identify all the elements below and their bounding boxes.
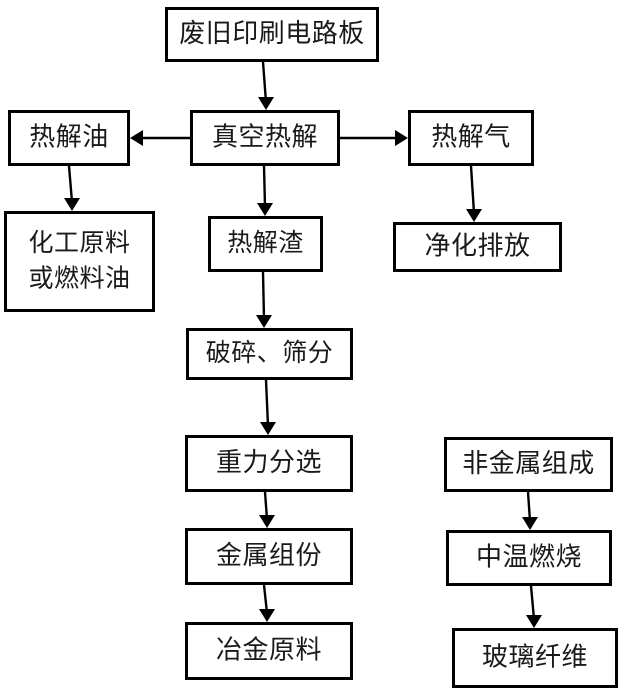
flow-arrow-waste-pcb-to-vacuum-pyrolysis xyxy=(258,61,274,110)
arrow-shaft xyxy=(262,584,269,614)
arrow-head-icon xyxy=(395,130,408,146)
node-box[interactable] xyxy=(190,110,340,166)
flow-arrow-gravity-separation-to-metal-fraction xyxy=(259,491,275,528)
node-label: 净化排放 xyxy=(424,232,530,262)
arrow-head-icon xyxy=(259,609,275,622)
node-box[interactable] xyxy=(185,622,353,680)
flow-arrow-pyrolysis-residue-to-crushing-screening xyxy=(256,271,272,328)
flow-node-pyrolysis-gas[interactable]: 热解气 xyxy=(408,110,534,166)
arrow-shaft xyxy=(469,165,476,214)
arrow-head-icon xyxy=(258,97,274,110)
node-label: 真空热解 xyxy=(212,123,318,153)
flow-node-purified-emission[interactable]: 净化排放 xyxy=(393,222,562,272)
node-box[interactable] xyxy=(4,211,155,312)
arrow-shaft xyxy=(261,61,268,103)
arrow-head-icon xyxy=(257,203,273,216)
arrow-shaft xyxy=(262,165,267,208)
node-box[interactable] xyxy=(444,437,613,492)
flow-arrow-vacuum-pyrolysis-to-pyrolysis-residue xyxy=(257,165,273,216)
flow-arrow-non-metal-composition-to-medium-temperature-combustion xyxy=(522,491,538,530)
flow-node-pyrolysis-residue[interactable]: 热解渣 xyxy=(208,216,323,272)
flow-arrow-pyrolysis-oil-to-chemical-feedstock-or-fuel-oil xyxy=(64,165,80,211)
flow-node-gravity-separation[interactable]: 重力分选 xyxy=(185,435,353,492)
flow-arrow-vacuum-pyrolysis-to-pyrolysis-gas xyxy=(340,130,408,146)
node-box[interactable] xyxy=(186,328,353,380)
node-box[interactable] xyxy=(208,216,323,272)
flow-node-pyrolysis-oil[interactable]: 热解油 xyxy=(8,110,130,166)
node-box[interactable] xyxy=(452,628,618,688)
node-label: 金属组份 xyxy=(216,541,322,571)
node-label: 废旧印刷电路板 xyxy=(179,19,365,49)
arrow-shaft xyxy=(67,165,74,203)
node-label: 破碎、筛分 xyxy=(206,338,334,367)
flow-node-medium-temperature-combustion[interactable]: 中温燃烧 xyxy=(446,530,612,586)
node-label: 热解渣 xyxy=(227,228,304,257)
node-label: 中温燃烧 xyxy=(476,543,582,573)
node-box[interactable] xyxy=(8,110,130,166)
arrow-shaft xyxy=(261,271,266,320)
flow-node-vacuum-pyrolysis[interactable]: 真空热解 xyxy=(190,110,340,166)
node-box[interactable] xyxy=(408,110,534,166)
arrow-head-icon xyxy=(522,517,538,530)
flow-node-glass-fiber[interactable]: 玻璃纤维 xyxy=(452,628,618,688)
arrow-head-icon xyxy=(259,515,275,528)
edges-layer xyxy=(64,61,542,628)
arrow-shaft xyxy=(529,585,536,620)
arrow-head-icon xyxy=(526,615,542,628)
node-label: 热解气 xyxy=(431,123,511,153)
node-label: 热解油 xyxy=(29,123,109,153)
node-label: 化工原料 xyxy=(28,228,130,257)
flow-arrow-metal-fraction-to-metallurgical-raw-material xyxy=(259,584,275,622)
node-box[interactable] xyxy=(393,222,562,272)
node-label: 重力分选 xyxy=(216,448,322,478)
arrow-shaft xyxy=(526,491,532,522)
node-label: 玻璃纤维 xyxy=(482,643,588,673)
node-box[interactable] xyxy=(165,7,379,62)
node-label: 或燃料油 xyxy=(28,263,130,292)
flow-arrow-vacuum-pyrolysis-to-pyrolysis-oil xyxy=(130,130,190,146)
arrow-head-icon xyxy=(64,198,80,211)
arrow-head-icon xyxy=(130,130,143,146)
flow-node-metallurgical-raw-material[interactable]: 冶金原料 xyxy=(185,622,353,680)
arrow-head-icon xyxy=(466,209,482,222)
flow-node-crushing-screening[interactable]: 破碎、筛分 xyxy=(186,328,353,380)
flow-node-waste-pcb[interactable]: 废旧印刷电路板 xyxy=(165,7,379,62)
flow-node-metal-fraction[interactable]: 金属组份 xyxy=(185,528,353,585)
flow-arrow-crushing-screening-to-gravity-separation xyxy=(260,379,276,435)
node-label: 非金属组成 xyxy=(462,449,595,479)
node-box[interactable] xyxy=(185,528,353,585)
arrow-head-icon xyxy=(256,315,272,328)
arrow-head-icon xyxy=(260,422,276,435)
node-box[interactable] xyxy=(446,530,612,586)
node-box[interactable] xyxy=(185,435,353,492)
node-label: 冶金原料 xyxy=(216,636,322,666)
arrow-shaft xyxy=(263,491,269,520)
flow-arrow-medium-temperature-combustion-to-glass-fiber xyxy=(526,585,542,628)
arrow-shaft xyxy=(264,379,270,427)
flow-arrow-pyrolysis-gas-to-purified-emission xyxy=(466,165,482,222)
flow-node-non-metal-composition[interactable]: 非金属组成 xyxy=(444,437,613,492)
